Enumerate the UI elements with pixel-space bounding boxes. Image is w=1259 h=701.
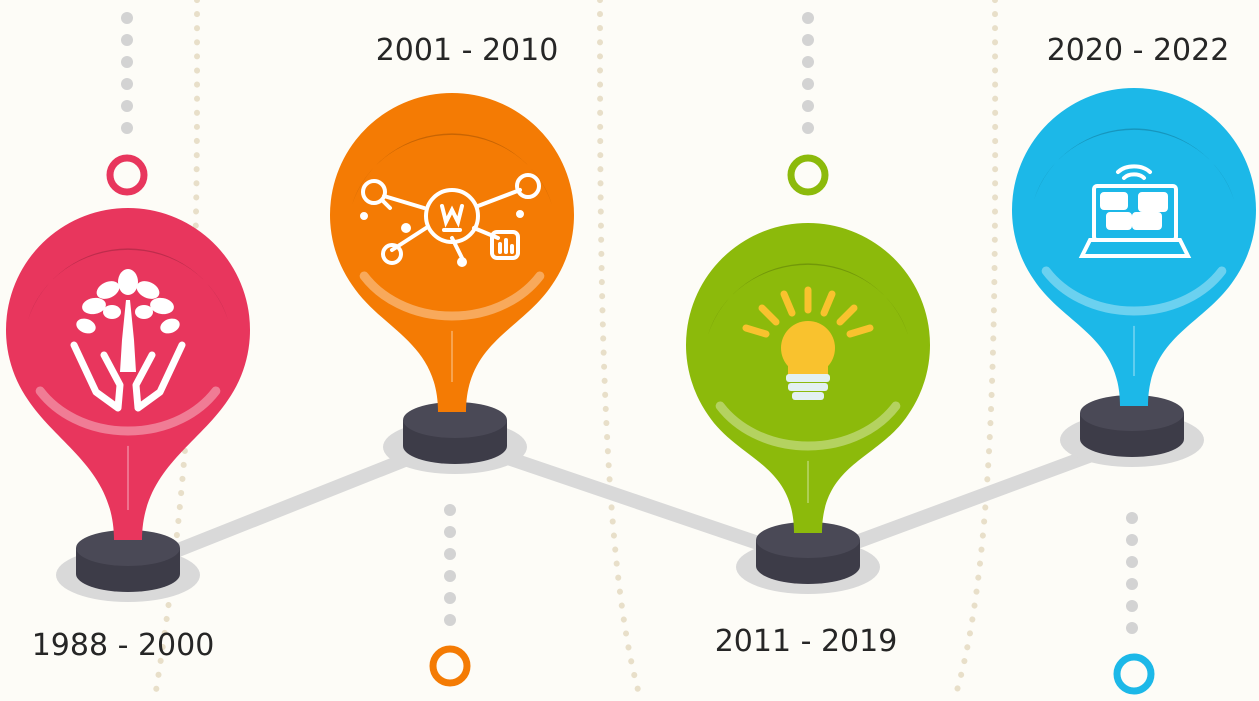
ring-marker-4 — [1113, 653, 1155, 695]
pin-1 — [5, 207, 250, 540]
pin-body-2 — [330, 92, 574, 412]
timeline-connector — [121, 433, 1139, 577]
pin-4 — [1011, 87, 1256, 406]
lightbulb-icon — [742, 286, 874, 400]
pin-base-3 — [736, 522, 880, 594]
pin-highlight-3 — [715, 401, 901, 451]
pin-highlight-1 — [35, 386, 221, 436]
ring-marker-3 — [787, 154, 829, 196]
pin-base-2 — [383, 402, 527, 474]
background-dotted-curves — [152, 0, 999, 700]
pin-body-1 — [5, 207, 250, 540]
pin-bases — [56, 395, 1204, 602]
laptop-chat-icon — [1078, 164, 1192, 258]
period-labels: 1988 - 2000 2001 - 2010 2011 - 2019 2020… — [32, 33, 1230, 663]
period-label-3: 2011 - 2019 — [715, 624, 898, 659]
ring-markers — [106, 154, 1155, 695]
lightbulb-network-icon — [360, 173, 541, 267]
pin-base-4 — [1060, 395, 1204, 467]
pin-body-4 — [1011, 87, 1256, 406]
ring-marker-1 — [106, 154, 148, 196]
period-label-1: 1988 - 2000 — [32, 628, 215, 663]
pin-highlight-2 — [359, 271, 545, 321]
ring-marker-2 — [429, 645, 471, 687]
dot-columns — [121, 12, 1138, 634]
pin-2 — [330, 92, 574, 412]
tree-in-hands-icon — [70, 269, 186, 412]
pin-highlight-4 — [1041, 266, 1227, 316]
period-label-2: 2001 - 2010 — [376, 33, 559, 68]
pin-base-1 — [56, 530, 200, 602]
period-label-4: 2020 - 2022 — [1047, 33, 1230, 68]
pins — [5, 87, 1256, 540]
